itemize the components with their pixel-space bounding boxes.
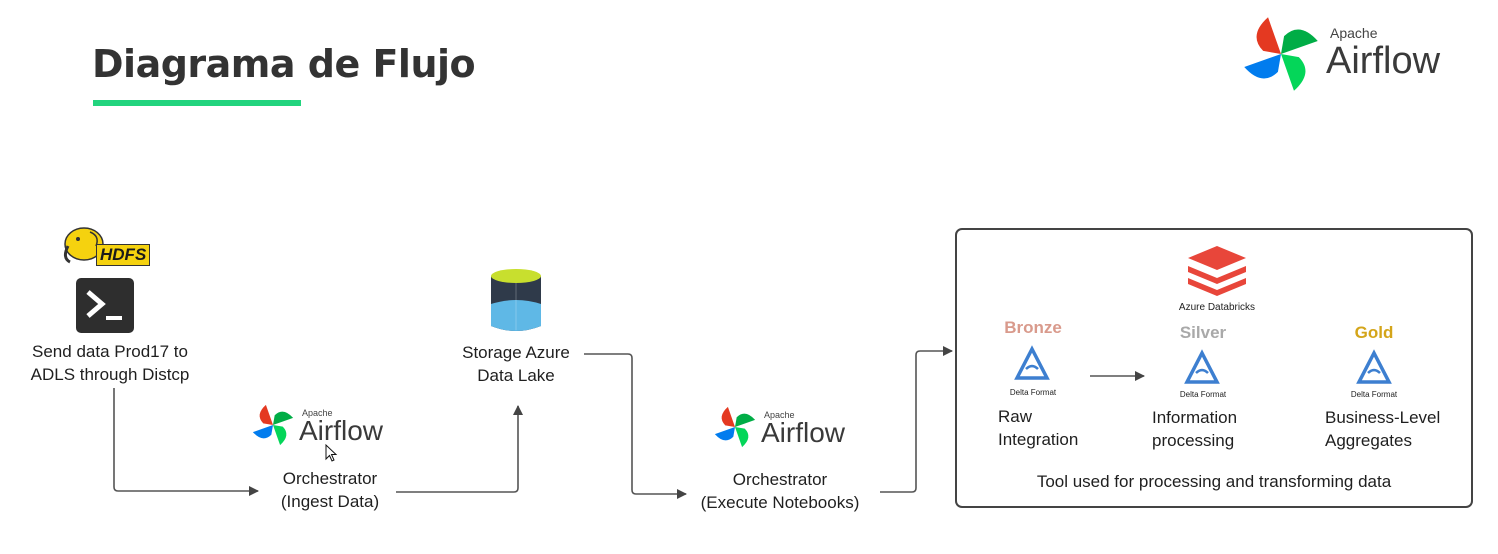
databricks-caption: Azure Databricks <box>1178 302 1256 313</box>
hdfs-badge: HDFS <box>96 244 151 266</box>
terminal-icon <box>76 278 134 333</box>
hdfs-label-line1: Send data Prod17 to <box>32 342 188 361</box>
mouse-cursor-icon <box>325 443 338 467</box>
delta-lake-icon <box>1356 349 1392 386</box>
arrow-orchestrator-to-storage <box>396 405 523 493</box>
title-underline <box>93 100 301 106</box>
tier-bronze-desc-line2: Integration <box>998 430 1079 449</box>
tier-silver-desc-line2: processing <box>1152 431 1235 450</box>
storage-label-line2: Data Lake <box>477 366 555 385</box>
hadoop-elephant-icon <box>60 224 110 266</box>
tier-gold-title: Gold <box>1354 323 1394 342</box>
airflow-pinwheel-icon <box>250 402 296 448</box>
orchestrator-exec-label-line2: (Execute Notebooks) <box>700 493 860 512</box>
tier-bronze-title: Bronze <box>1004 318 1062 337</box>
tier-silver-desc-line1: Information <box>1152 408 1238 427</box>
hdfs-label-line2: ADLS through Distcp <box>30 365 190 384</box>
orchestrator-ingest-airflow-text: Airflow <box>299 415 384 446</box>
tier-bronze-desc-line1: Raw <box>998 407 1033 426</box>
orchestrator-exec-airflow-text: Airflow <box>761 417 846 448</box>
tier-gold-desc-line1: Business-Level <box>1325 408 1441 427</box>
airflow-logo-icon <box>1236 12 1326 96</box>
data-lake-storage-icon <box>488 268 544 334</box>
orchestrator-exec-apache-text: Apache <box>764 410 795 420</box>
brand-airflow-text: Airflow <box>1326 40 1441 82</box>
databricks-logo-icon <box>1186 244 1248 296</box>
tier-bronze-format: Delta Format <box>1009 388 1057 397</box>
tier-gold-desc-line2: Aggregates <box>1325 431 1412 450</box>
orchestrator-ingest-label-line1: Orchestrator <box>282 469 378 488</box>
databricks-box-caption: Tool used for processing and transformin… <box>1036 472 1392 491</box>
brand-apache-text: Apache <box>1330 25 1378 41</box>
tier-silver-title: Silver <box>1179 323 1227 342</box>
delta-lake-icon <box>1184 349 1220 386</box>
databricks-container <box>955 228 1473 508</box>
arrow-orchestrator-to-databricks <box>880 346 953 493</box>
orchestrator-exec-label-line1: Orchestrator <box>732 470 828 489</box>
tier-silver-format: Delta Format <box>1179 390 1227 399</box>
arrow-storage-to-orchestrator <box>584 353 687 499</box>
orchestrator-ingest-apache-text: Apache <box>302 408 333 418</box>
storage-label-line1: Storage Azure <box>462 343 570 362</box>
airflow-pinwheel-icon <box>712 404 758 450</box>
arrow-hdfs-to-orchestrator <box>113 388 259 496</box>
orchestrator-ingest-label-line2: (Ingest Data) <box>280 492 380 511</box>
page-title: Diagrama de Flujo <box>92 42 476 86</box>
tier-gold-format: Delta Format <box>1350 390 1398 399</box>
delta-lake-icon <box>1014 345 1050 382</box>
